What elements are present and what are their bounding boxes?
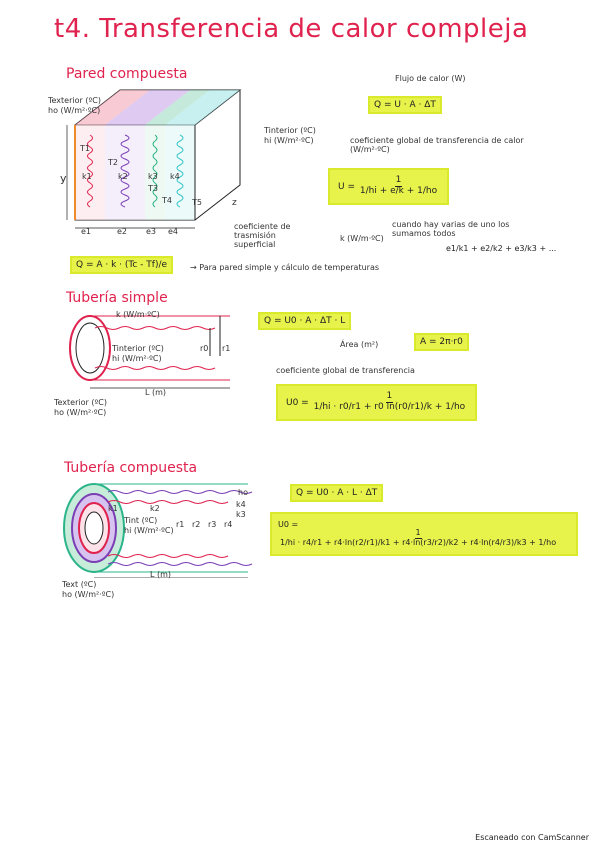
length-label-simple: L (m) <box>145 388 167 397</box>
u0-term-1: 1/hi · r0/r1 <box>313 401 362 412</box>
u0-label-simple: U0 = <box>286 397 309 408</box>
coef-trans-label: coeficiente de trasmisión superficial <box>234 222 291 249</box>
k1-label: k1 <box>82 172 92 181</box>
u0c-term-5: 1/ho <box>538 537 557 547</box>
composite-pipe-diagram <box>63 483 253 578</box>
simple-pipe-diagram <box>69 315 230 389</box>
k4-label: k4 <box>170 172 180 181</box>
u0c-term-4: r4·ln(r4/r3)/k3 <box>470 537 527 547</box>
section-heading-tuberia-compuesta: Tubería compuesta <box>64 460 198 476</box>
k3-label: k3 <box>148 172 158 181</box>
t3-label: T3 <box>148 184 158 193</box>
area-formula: A = 2π·r0 <box>414 333 469 351</box>
u-term-1: 1/hi <box>359 185 377 196</box>
texterior-label: Texterior (ºC) <box>48 96 101 105</box>
suma-term-3: e3/k3 <box>514 244 537 253</box>
ho-label-simple: ho (W/m²·ºC) <box>54 408 107 417</box>
axis-y-label: y <box>60 172 67 185</box>
r0-label: r0 <box>200 344 209 353</box>
u-numer: 1 <box>394 175 403 187</box>
length-label-comp: L (m) <box>150 570 172 579</box>
q-simple-formula: Q = A · k · (Tc - Tf)/e <box>70 256 174 274</box>
suma-term-4: ... <box>548 244 557 253</box>
u0-numer-comp: 1 <box>414 528 422 539</box>
tinterior-label: Tinterior (ºC) <box>264 126 316 135</box>
u0-formula-simple-box: U0 = 1 1/hi · r0/r1 + r0 ln(r0/r1)/k + 1… <box>276 384 478 421</box>
page-title: t4. Transferencia de calor compleja <box>54 14 529 44</box>
layer-e2: e2 <box>117 227 128 236</box>
hi-label-comp: hi (W/m²·ºC) <box>124 526 174 535</box>
layer-e4: e4 <box>168 227 179 236</box>
layer-e1: e1 <box>81 227 92 236</box>
u0-formula-comp-box: U0 = 1 1/hi · r4/r1 + r4·ln(r2/r1)/k1 + … <box>270 512 578 556</box>
u0-term-3: 1/ho <box>445 401 466 412</box>
k4-label-comp: k4 <box>236 500 246 509</box>
r1-label: r1 <box>222 344 231 353</box>
ho-units-comp: ho (W/m²·ºC) <box>62 590 115 599</box>
varias-label: cuando hay varias de uno los sumamos tod… <box>392 220 510 238</box>
text-label-comp: Text (ºC) <box>62 580 97 589</box>
hi-label: hi (W/m²·ºC) <box>264 136 314 145</box>
k3-label-comp: k3 <box>236 510 246 519</box>
u0-fraction-comp: 1 1/hi · r4/r1 + r4·ln(r2/r1)/k1 + r4·ln… <box>280 528 557 547</box>
q-formula-comp: Q = U0 · A · L · ΔT <box>290 484 384 502</box>
u0c-term-1: 1/hi · r4/r1 <box>280 537 323 547</box>
u0-label-comp: U0 = <box>278 520 299 529</box>
q-formula-simple: Q = U0 · A · ΔT · L <box>258 312 352 330</box>
r2-label-comp: r2 <box>192 520 201 529</box>
suma-term-2: e2/k2 <box>480 244 503 253</box>
hi-label-simple: hi (W/m²·ºC) <box>112 354 162 363</box>
k2-label-comp: k2 <box>150 504 160 513</box>
ho-label: ho (W/m²·ºC) <box>48 106 101 115</box>
ho-label-comp: ho <box>238 488 248 497</box>
u-fraction: 1 1/hi + e/k + 1/ho <box>359 175 438 196</box>
u0c-term-2: r4·ln(r2/r1)/k1 <box>333 537 391 547</box>
k2-label: k2 <box>118 172 128 181</box>
t4-label: T4 <box>162 196 172 205</box>
composite-wall-diagram <box>66 89 242 229</box>
k-label-simple: k (W/m·ºC) <box>116 310 160 319</box>
r4-label-comp: r4 <box>224 520 233 529</box>
t5-label: T5 <box>192 198 202 207</box>
area-label: Área (m²) <box>340 340 379 349</box>
coef-global-label: coeficiente global de transferencia de c… <box>350 136 524 154</box>
tinterior-label-simple: Tinterior (ºC) <box>112 344 164 353</box>
scanner-footer: Escaneado con CamScanner <box>475 833 589 842</box>
r3-label-comp: r3 <box>208 520 217 529</box>
t2-label: T2 <box>108 158 118 167</box>
layer-e3: e3 <box>146 227 157 236</box>
u0c-term-3: r4·ln(r3/r2)/k2 <box>402 537 459 547</box>
tint-label-comp: Tint (ºC) <box>124 516 158 525</box>
q-simple-note: → Para pared simple y cálculo de tempera… <box>190 263 380 272</box>
u-term-2: e/k <box>390 185 404 196</box>
r1-label-comp: r1 <box>176 520 185 529</box>
coef-simple-label: coeficiente global de transferencia <box>276 366 415 375</box>
u-term-3: 1/ho <box>417 185 438 196</box>
u0-fraction-simple: 1 1/hi · r0/r1 + r0 ln(r0/r1)/k + 1/ho <box>313 391 466 412</box>
u-label: U = <box>338 181 355 192</box>
section-heading-pared: Pared compuesta <box>66 66 188 82</box>
texterior-label-simple: Texterior (ºC) <box>54 398 107 407</box>
u-formula-box: U = 1 1/hi + e/k + 1/ho <box>328 168 450 205</box>
q-formula-pared: Q = U · A · ΔT <box>368 96 442 114</box>
t1-label: T1 <box>80 144 90 153</box>
u0-term-2: r0 ln(r0/r1)/k <box>374 401 432 412</box>
flujo-label: Flujo de calor (W) <box>395 74 466 83</box>
u0-numer-simple: 1 <box>385 391 394 403</box>
section-heading-tuberia-simple: Tubería simple <box>66 290 168 306</box>
suma-terms: e1/k1 + e2/k2 + e3/k3 + ... <box>446 244 557 253</box>
k1-label-comp: k1 <box>108 504 118 513</box>
axis-z-label: z <box>232 198 237 208</box>
suma-term-1: e1/k1 <box>446 244 469 253</box>
k-note-label: k (W/m·ºC) <box>340 234 384 243</box>
